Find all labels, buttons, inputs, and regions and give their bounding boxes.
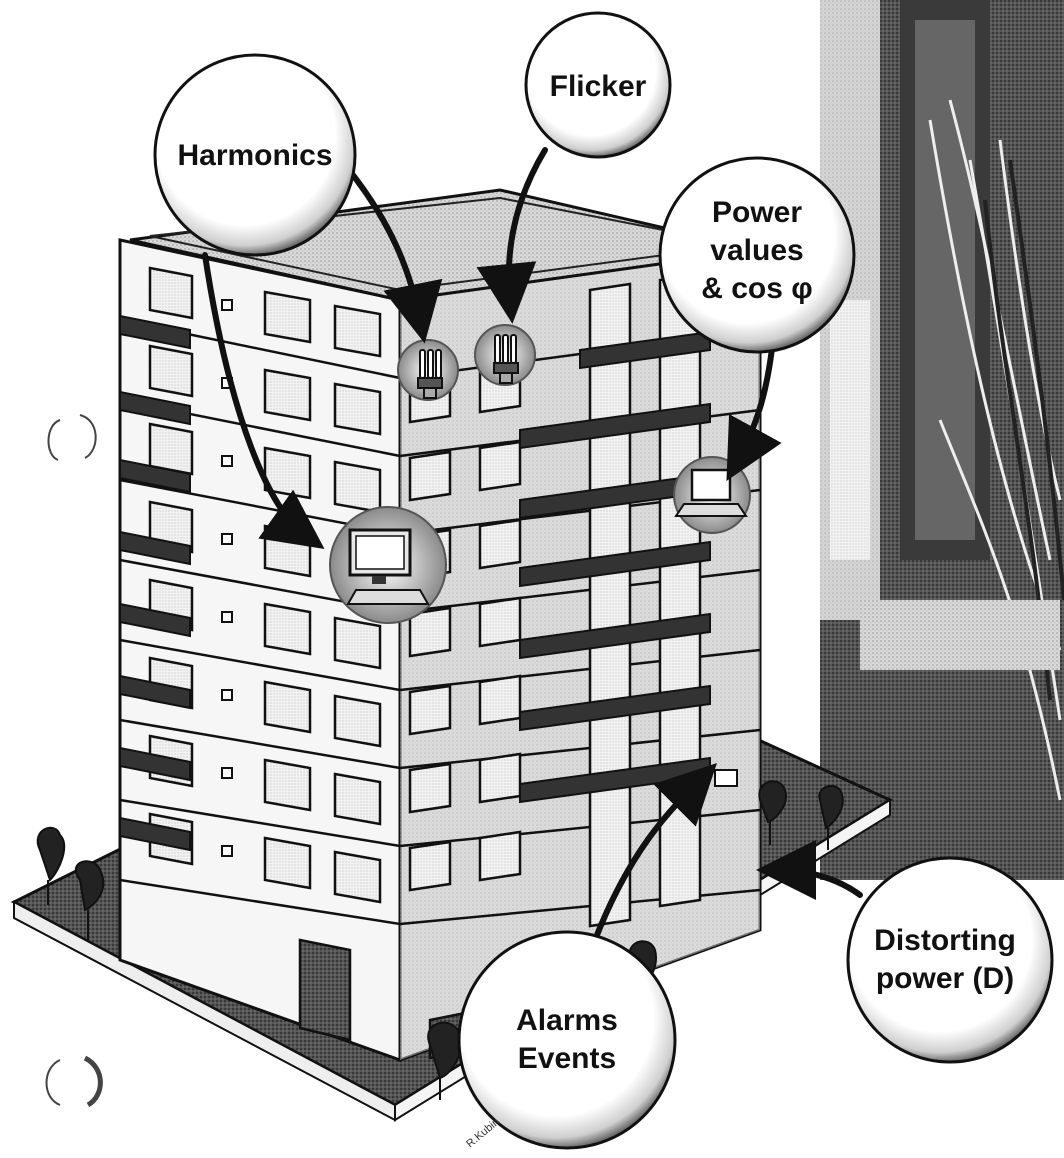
artist-signature: R.Kubin xyxy=(464,1116,502,1150)
callout-distorting-line1: Distorting xyxy=(874,924,1016,957)
callout-power-line1: Power xyxy=(712,196,802,229)
callout-power-line3: & cos φ xyxy=(701,272,813,305)
callout-flicker: Flicker xyxy=(526,13,670,157)
switchgear-cabinet-icon xyxy=(820,0,1064,880)
callout-alarms-line1: Alarms xyxy=(516,1004,618,1037)
punch-hole-marks xyxy=(47,415,101,1105)
callout-distorting-line2: power (D) xyxy=(876,962,1014,995)
energy-saving-bulb-icon-2 xyxy=(475,325,535,385)
callout-flicker-label: Flicker xyxy=(550,70,647,103)
energy-saving-bulb-icon xyxy=(398,340,458,400)
callout-harmonics-label: Harmonics xyxy=(177,139,332,172)
monitor-icon xyxy=(330,507,446,623)
callout-power-line2: values xyxy=(710,234,803,267)
callout-alarms-events: Alarms Events xyxy=(459,932,675,1148)
callout-power-values: Power values & cos φ xyxy=(660,158,854,352)
callout-harmonics: Harmonics xyxy=(155,55,355,255)
callout-distorting-power: Distorting power (D) xyxy=(848,858,1052,1062)
laptop-icon xyxy=(674,457,750,533)
callout-alarms-line2: Events xyxy=(518,1042,616,1075)
meter-box xyxy=(715,770,737,786)
